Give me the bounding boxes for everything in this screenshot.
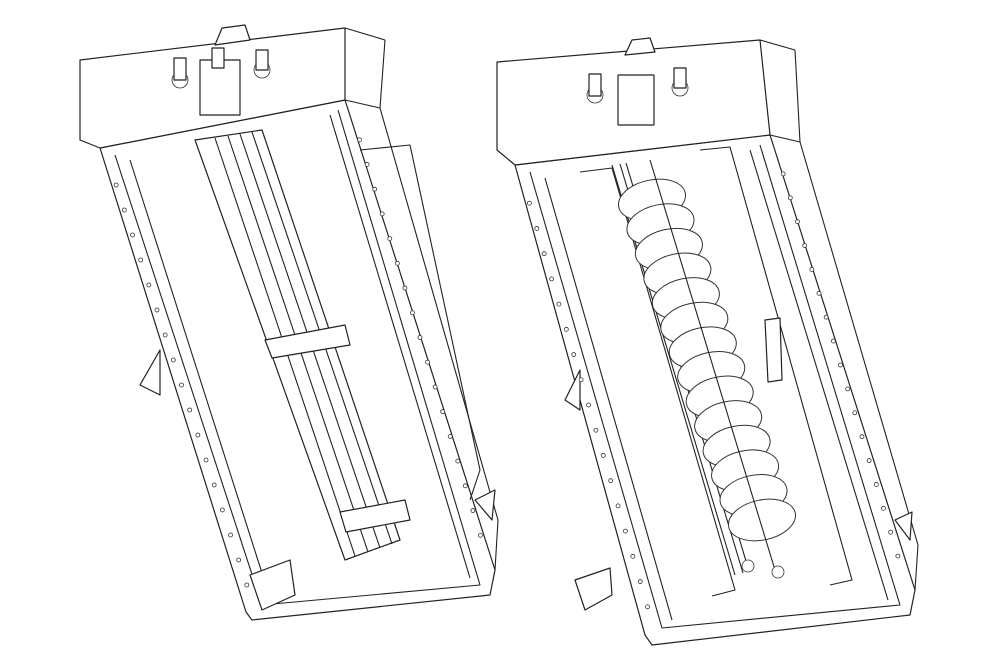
mounting-hole [372, 186, 378, 192]
mounting-hole [623, 528, 628, 534]
mounting-hole [563, 326, 569, 332]
mounting-hole [816, 290, 822, 296]
mounting-hole [447, 433, 453, 439]
auger-flights [617, 178, 797, 542]
mounting-hole [630, 553, 636, 559]
mounting-hole [571, 352, 577, 357]
mounting-hole [154, 307, 160, 313]
mounting-hole [113, 182, 119, 188]
mounting-hole [187, 407, 193, 413]
mounting-hole [823, 314, 829, 320]
mounting-hole [379, 211, 385, 217]
mounting-hole [866, 458, 872, 463]
mounting-hole [455, 458, 461, 464]
mounting-hole [425, 359, 430, 365]
right-trough-assembly [496, 37, 919, 646]
mounting-hole [593, 427, 599, 433]
mounting-hole [895, 553, 901, 559]
mounting-hole [470, 508, 476, 513]
mounting-hole [402, 285, 408, 291]
mounting-hole [873, 482, 879, 487]
mounting-hole [852, 410, 858, 416]
mounting-hole [608, 478, 614, 484]
mounting-hole [138, 257, 144, 263]
mounting-hole [478, 532, 483, 538]
left-trough-assembly [79, 24, 499, 621]
mounting-hole [410, 310, 415, 316]
mounting-hole [219, 507, 225, 513]
mounting-hole [541, 251, 547, 257]
mounting-hole [170, 357, 176, 363]
mounting-hole [146, 282, 152, 288]
mounting-hole [534, 226, 540, 231]
mounting-hole [357, 137, 362, 143]
mounting-hole [615, 503, 621, 509]
mounting-hole [236, 557, 242, 563]
mounting-hole [645, 604, 651, 610]
mounting-hole [203, 457, 209, 463]
mounting-hole [859, 434, 865, 440]
mounting-hole [526, 200, 532, 206]
mounting-hole [130, 232, 135, 238]
mounting-hole [432, 384, 438, 390]
mounting-hole [228, 532, 233, 538]
mounting-hole [417, 335, 423, 340]
mounting-hole [637, 579, 643, 584]
mounting-hole [578, 377, 584, 383]
mounting-hole [556, 301, 562, 307]
mounting-hole [780, 171, 786, 177]
mounting-hole [888, 529, 894, 535]
mounting-hole [838, 362, 843, 368]
mounting-hole [162, 332, 168, 338]
mounting-hole [394, 260, 400, 266]
mounting-hole [795, 219, 800, 225]
mounting-hole [830, 338, 836, 344]
mounting-holes [113, 137, 901, 610]
mounting-hole [809, 267, 815, 272]
mounting-hole [881, 505, 886, 511]
mounting-hole [802, 243, 808, 248]
mounting-hole [364, 162, 370, 167]
mounting-hole [600, 453, 606, 458]
mounting-hole [845, 386, 851, 392]
mounting-hole [549, 276, 554, 282]
mounting-hole [586, 402, 591, 408]
mounting-hole [462, 483, 468, 489]
mounting-hole [244, 582, 250, 588]
mounting-hole [211, 482, 217, 488]
mounting-hole [195, 432, 201, 438]
mounting-hole [440, 409, 446, 415]
mounting-hole [787, 195, 793, 201]
mounting-hole [387, 236, 393, 242]
mounting-hole [121, 207, 127, 213]
mounting-hole [179, 382, 184, 388]
